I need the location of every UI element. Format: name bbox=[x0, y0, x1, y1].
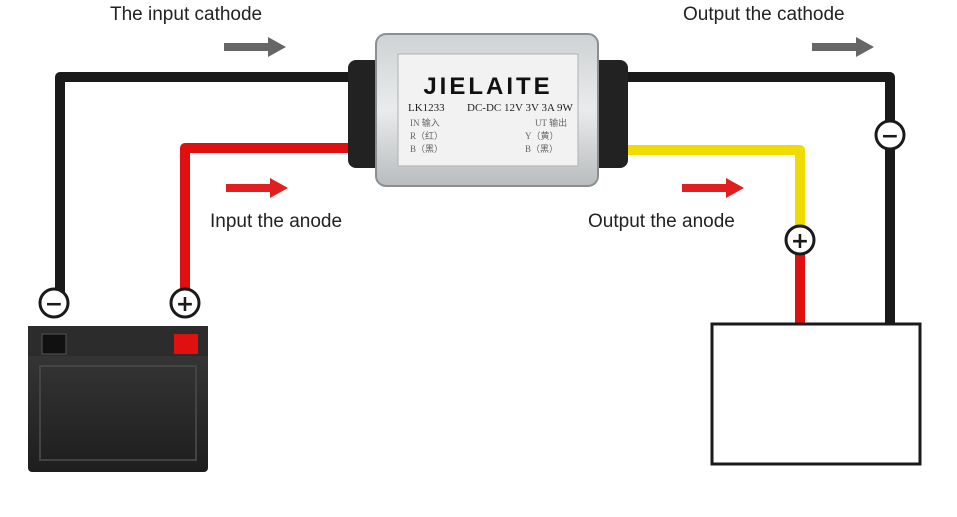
converter-spec: DC-DC 12V 3V 3A 9W bbox=[467, 102, 574, 114]
converter-label-plate bbox=[397, 53, 579, 167]
input-cathode-arrow-icon bbox=[224, 37, 286, 57]
input-negative-symbol: − bbox=[38, 287, 70, 319]
output-anode-wire bbox=[598, 145, 805, 240]
input-anode-label: Input the anode bbox=[210, 211, 343, 232]
battery-body bbox=[28, 326, 208, 472]
output-anode-label: Output the anode bbox=[588, 211, 735, 232]
output-positive-symbol: + bbox=[784, 224, 816, 256]
converter-right-mount bbox=[590, 60, 628, 168]
converter-brand: JIELAITE bbox=[423, 73, 552, 100]
output-cathode-label: Output the cathode bbox=[683, 4, 845, 25]
battery-positive-terminal bbox=[174, 334, 198, 354]
flow-arrows bbox=[224, 37, 874, 198]
battery-face-panel bbox=[39, 365, 197, 461]
input-cathode-wire bbox=[55, 72, 380, 302]
battery bbox=[28, 326, 208, 472]
output-anode-arrow-icon bbox=[682, 178, 744, 198]
battery-negative-terminal bbox=[41, 333, 67, 355]
converter-model: LK1233 bbox=[408, 102, 445, 114]
input-positive-symbol: + bbox=[169, 287, 201, 319]
input-cathode-label: The input cathode bbox=[110, 4, 263, 25]
plus-sign-icon: + bbox=[176, 292, 194, 317]
polarity-symbols: − + − + bbox=[38, 119, 906, 319]
input-anode-wire bbox=[180, 143, 380, 303]
minus-sign-icon: − bbox=[881, 124, 899, 149]
input-anode-arrow-icon bbox=[226, 178, 288, 198]
converter-out-yellow: Y（黄） bbox=[525, 130, 559, 141]
converter-in-red: R（红） bbox=[410, 130, 443, 141]
output-cathode-arrow-icon bbox=[812, 37, 874, 57]
wires bbox=[55, 72, 895, 325]
load-box bbox=[710, 322, 922, 466]
output-negative-symbol: − bbox=[874, 119, 906, 151]
plus-sign-icon: + bbox=[791, 229, 809, 254]
output-cathode-wire bbox=[598, 72, 895, 325]
dc-dc-converter: JIELAITE LK1233 DC-DC 12V 3V 3A 9W IN 输入… bbox=[348, 33, 628, 187]
converter-out-black: B（黑） bbox=[525, 144, 558, 154]
converter-out-title: UT 输出 bbox=[535, 117, 567, 128]
load bbox=[710, 322, 922, 466]
converter-in-title: IN 输入 bbox=[410, 117, 440, 128]
minus-sign-icon: − bbox=[45, 292, 63, 317]
converter-in-black: B（黑） bbox=[410, 144, 443, 154]
